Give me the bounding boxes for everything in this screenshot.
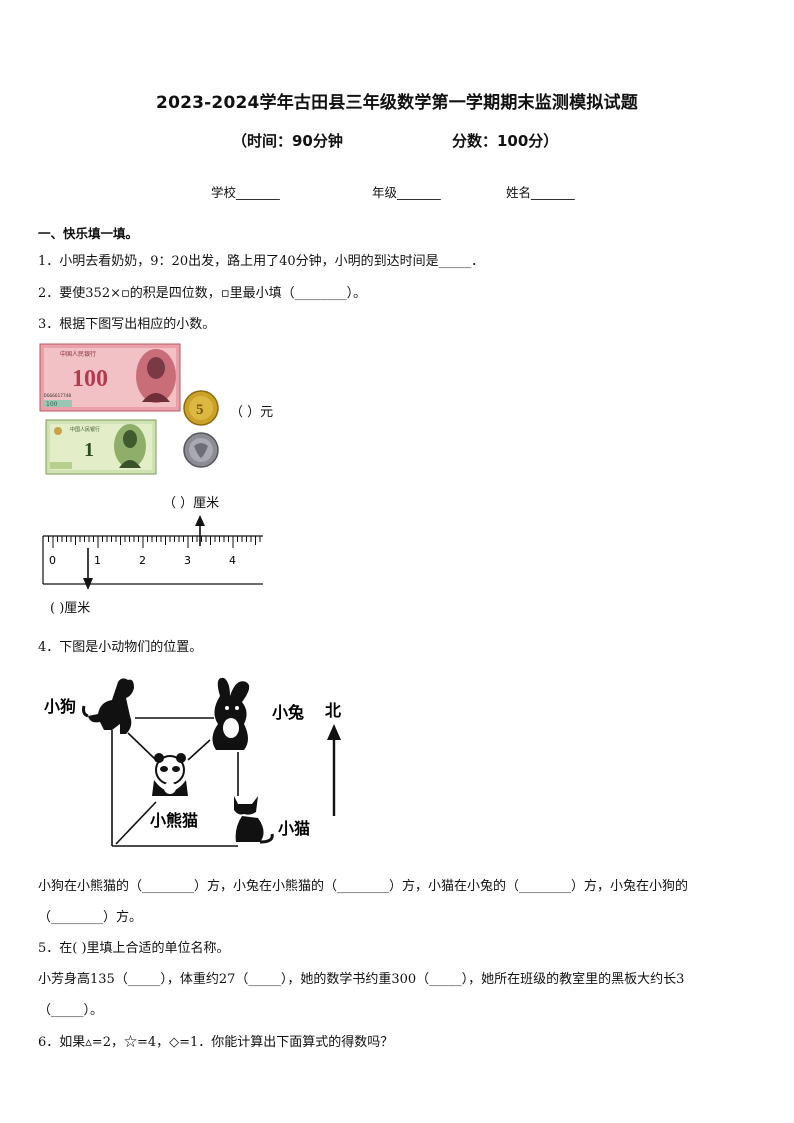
coin-gold: 5 [183, 390, 219, 426]
panda-label: 小熊猫 [150, 811, 198, 830]
animal-position-diagram: 小狗 小兔 小熊猫 小猫 北 [44, 677, 341, 847]
ruler-arrow-up-icon [195, 515, 205, 546]
dog-label: 小狗 [44, 697, 76, 716]
cat-icon [234, 796, 274, 844]
exam-title: 2023-2024学年古田县三年级数学第一学期期末监测模拟试题 [156, 93, 638, 113]
panda-icon [152, 753, 188, 796]
question-6: 6．如果▵=2，☆=4，◇=1．你能计算出下面算式的得数吗？ [38, 1035, 394, 1050]
rabbit-label: 小兔 [272, 703, 304, 722]
ruler-label-0: 0 [49, 554, 56, 567]
ruler-arrow-down-icon [83, 548, 93, 590]
coin-value: 5 [196, 402, 204, 418]
ruler-label-3: 3 [184, 554, 191, 567]
money-figure: 中国人民银行 100 DG66617748 100 中国人民银行 1 5 [39, 343, 219, 475]
banknote-1: 中国人民银行 1 [45, 419, 157, 475]
banknote-1-top-text: 中国人民银行 [70, 426, 100, 433]
ruler-label-4: 4 [229, 554, 236, 567]
question-3: 3．根据下图写出相应的小数。 [38, 317, 216, 332]
banknote-100-top-text: 中国人民银行 [60, 350, 96, 358]
grade-field: 年级_______ [372, 185, 441, 200]
school-field: 学校_______ [211, 185, 280, 200]
question-4-line-1: 小狗在小熊猫的（________）方，小兔在小熊猫的（________）方，小猫… [38, 879, 689, 894]
ruler-label-1: 1 [94, 554, 101, 567]
ruler-top-answer-blank: （ ）厘米 [163, 496, 220, 511]
north-arrow-icon [327, 724, 341, 816]
dog-icon [82, 678, 134, 734]
ruler-figure: 0 1 2 3 4 [42, 515, 263, 590]
banknote-100-corner-value: 100 [46, 401, 58, 408]
question-5-line-2: （_____）。 [38, 1003, 104, 1018]
question-5: 5．在( )里填上合适的单位名称。 [38, 941, 230, 956]
section-heading: 一、快乐填一填。 [38, 226, 139, 241]
banknote-100-value: 100 [72, 366, 108, 392]
banknote-100: 中国人民银行 100 DG66617748 100 [39, 343, 181, 412]
banknote-1-value: 1 [84, 439, 94, 461]
cat-label: 小猫 [278, 819, 310, 838]
name-field: 姓名_______ [506, 185, 575, 200]
question-1: 1．小明去看奶奶，9：20出发，路上用了40分钟，小明的到达时间是_____． [38, 254, 485, 269]
north-label: 北 [325, 701, 341, 720]
coin-silver [183, 432, 219, 468]
money-answer-blank: （ ）元 [230, 405, 274, 420]
exam-time: （时间：90分钟 [232, 132, 343, 150]
ruler-bottom-answer-blank: ( )厘米 [50, 601, 91, 616]
rabbit-icon [212, 677, 250, 750]
question-5-line-1: 小芳身高135（_____），体重约27（_____），她的数学书约重300（_… [38, 972, 685, 987]
question-4-line-2: （________）方。 [38, 910, 143, 925]
exam-score: 分数：100分） [452, 132, 559, 150]
question-4: 4．下图是小动物们的位置。 [38, 640, 203, 655]
question-2: 2．要使352×▫的积是四位数，▫里最小填（________）。 [38, 286, 367, 301]
ruler-labels: 0 1 2 3 4 [49, 554, 236, 567]
banknote-100-serial: DG66617748 [44, 393, 71, 399]
ruler-label-2: 2 [139, 554, 146, 567]
ruler-ticks [48, 536, 261, 548]
